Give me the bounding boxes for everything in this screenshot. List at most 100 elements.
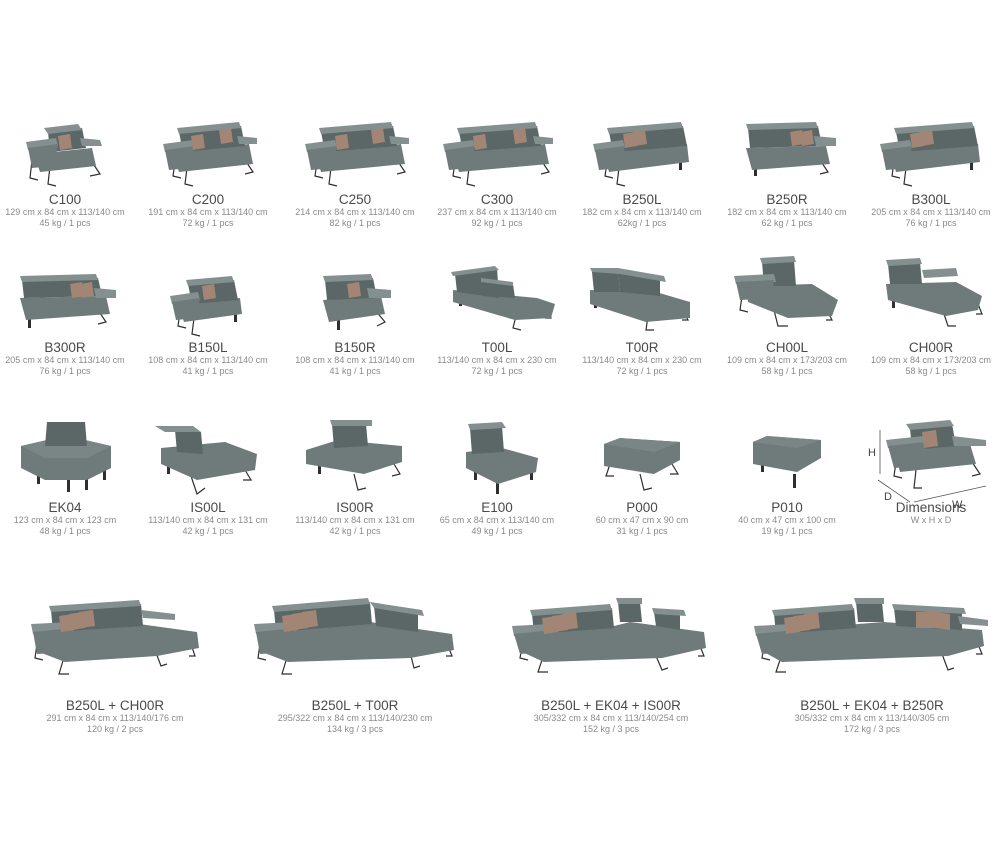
module-weight: 19 kg / 1 pcs	[761, 526, 813, 536]
legend-formula: W x H x D	[910, 515, 952, 525]
module-card-p000[interactable]: P000 60 cm x 47 cm x 90 cm 31 kg / 1 pcs	[577, 430, 707, 537]
module-card-ch00l[interactable]: CH00L 109 cm x 84 cm x 173/203 cm 58 kg …	[722, 256, 852, 377]
combination-dimensions: 295/322 cm x 84 cm x 113/140/230 cm	[277, 713, 433, 723]
module-weight: 45 kg / 1 pcs	[39, 218, 91, 228]
module-card-c100[interactable]: C100 129 cm x 84 cm x 113/140 cm 45 kg /…	[0, 118, 130, 229]
sofa-2-5-seat-icon	[305, 122, 409, 187]
module-code: C200	[191, 192, 225, 207]
combination-dimensions: 305/332 cm x 84 cm x 113/140/305 cm	[794, 713, 950, 723]
module-weight: 72 kg / 1 pcs	[471, 366, 523, 376]
chaise-right-icon	[590, 268, 690, 331]
combination-card-b250l-ek04-is00r[interactable]: B250L + EK04 + IS00R 305/332 cm x 84 cm …	[496, 596, 726, 735]
module-dimensions: 108 cm x 84 cm x 113/140 cm	[148, 355, 268, 365]
module-dimensions: 182 cm x 84 cm x 113/140 cm	[727, 207, 847, 217]
module-code: T00R	[625, 340, 659, 355]
combination-code: B250L + T00R	[311, 698, 399, 713]
sofa-left-arm-icon	[880, 122, 980, 187]
combination-code: B250L + EK04 + B250R	[800, 698, 944, 713]
module-card-c200[interactable]: C200 191 cm x 84 cm x 113/140 cm 72 kg /…	[143, 118, 273, 229]
module-dimensions: 191 cm x 84 cm x 113/140 cm	[148, 207, 268, 217]
module-card-c250[interactable]: C250 214 cm x 84 cm x 113/140 cm 82 kg /…	[290, 118, 420, 229]
module-weight: 48 kg / 1 pcs	[39, 526, 91, 536]
module-code: B150L	[188, 340, 228, 355]
module-dimensions: 40 cm x 47 cm x 100 cm	[738, 515, 836, 525]
dimensions-legend: H D W Dimensions W x H x D	[866, 418, 996, 526]
combination-weight: 134 kg / 3 pcs	[326, 724, 384, 734]
module-card-b250l[interactable]: B250L 182 cm x 84 cm x 113/140 cm 62kg /…	[577, 118, 707, 229]
module-card-b250r[interactable]: B250R 182 cm x 84 cm x 113/140 cm 62 kg …	[722, 118, 852, 229]
sofa-right-arm-icon	[746, 122, 836, 176]
module-weight: 76 kg / 1 pcs	[39, 366, 91, 376]
module-dimensions: 65 cm x 84 cm x 113/140 cm	[439, 515, 555, 525]
module-weight: 31 kg / 1 pcs	[616, 526, 668, 536]
module-card-is00l[interactable]: IS00L 113/140 cm x 84 cm x 131 cm 42 kg …	[143, 418, 273, 537]
sofa-3-seat-icon	[443, 122, 553, 187]
module-weight: 76 kg / 1 pcs	[905, 218, 957, 228]
module-dimensions: 109 cm x 84 cm x 173/203 cm	[726, 355, 848, 365]
module-code: IS00L	[190, 500, 226, 515]
module-code: C300	[480, 192, 514, 207]
module-dimensions: 109 cm x 84 cm x 173/203 cm	[870, 355, 992, 365]
module-dimensions: 113/140 cm x 84 cm x 230 cm	[582, 355, 702, 365]
module-code: B150R	[334, 340, 376, 355]
corner-sofa-chaise-icon	[31, 600, 199, 675]
combination-card-b250l-ek04-b250r[interactable]: B250L + EK04 + B250R 305/332 cm x 84 cm …	[752, 596, 992, 735]
module-dimensions: 205 cm x 84 cm x 113/140 cm	[871, 207, 991, 217]
module-weight: 41 kg / 1 pcs	[329, 366, 381, 376]
corner-module-icon	[21, 422, 111, 492]
svg-text:D: D	[884, 491, 892, 503]
module-weight: 82 kg / 1 pcs	[329, 218, 381, 228]
module-card-ek04[interactable]: EK04 123 cm x 84 cm x 123 cm 48 kg / 1 p…	[0, 418, 130, 537]
module-card-is00r[interactable]: IS00R 113/140 cm x 84 cm x 131 cm 42 kg …	[290, 418, 420, 537]
module-code: C100	[48, 192, 82, 207]
module-dimensions: 182 cm x 84 cm x 113/140 cm	[582, 207, 702, 217]
combination-code: B250L + CH00R	[65, 698, 165, 713]
module-card-t00l[interactable]: T00L 113/140 cm x 84 cm x 230 cm 72 kg /…	[432, 262, 562, 377]
module-dimensions: 113/140 cm x 84 cm x 230 cm	[437, 355, 557, 365]
module-code: B250L	[622, 192, 662, 207]
module-card-b150r[interactable]: B150R 108 cm x 84 cm x 113/140 cm 41 kg …	[290, 272, 420, 377]
chaise-longue-left-icon	[734, 256, 838, 327]
combination-dimensions: 291 cm x 84 cm x 113/140/176 cm	[46, 713, 184, 723]
module-code: B300R	[44, 340, 86, 355]
module-card-ch00r[interactable]: CH00R 109 cm x 84 cm x 173/203 cm 58 kg …	[866, 256, 996, 377]
module-code: CH00R	[908, 340, 954, 355]
module-card-c300[interactable]: C300 237 cm x 84 cm x 113/140 cm 92 kg /…	[432, 118, 562, 229]
module-card-t00r[interactable]: T00R 113/140 cm x 84 cm x 230 cm 72 kg /…	[577, 262, 707, 377]
module-dimensions: 129 cm x 84 cm x 113/140 cm	[5, 207, 125, 217]
bench-ottoman-icon	[753, 436, 821, 488]
module-card-p010[interactable]: P010 40 cm x 47 cm x 100 cm 19 kg / 1 pc…	[722, 430, 852, 537]
module-code: P010	[771, 500, 803, 515]
module-card-b150l[interactable]: B150L 108 cm x 84 cm x 113/140 cm 41 kg …	[143, 272, 273, 377]
module-dimensions: 214 cm x 84 cm x 113/140 cm	[295, 207, 415, 217]
module-code: B250R	[766, 192, 808, 207]
module-dimensions: 113/140 cm x 84 cm x 131 cm	[148, 515, 268, 525]
corner-sofa-longue-icon	[254, 598, 454, 675]
svg-text:H: H	[868, 447, 876, 459]
module-weight: 72 kg / 1 pcs	[182, 218, 234, 228]
module-dimensions: 205 cm x 84 cm x 113/140 cm	[5, 355, 125, 365]
module-weight: 62 kg / 1 pcs	[761, 218, 813, 228]
module-card-b300l[interactable]: B300L 205 cm x 84 cm x 113/140 cm 76 kg …	[866, 118, 996, 229]
sofa-right-arm-icon	[20, 274, 116, 328]
module-code: B300L	[911, 192, 951, 207]
module-weight: 42 kg / 1 pcs	[329, 526, 381, 536]
module-weight: 49 kg / 1 pcs	[471, 526, 523, 536]
chair-left-arm-icon	[170, 276, 242, 337]
combination-card-b250l-t00r[interactable]: B250L + T00R 295/322 cm x 84 cm x 113/14…	[240, 596, 470, 735]
module-code: T00L	[481, 340, 513, 355]
module-code: E100	[481, 500, 513, 515]
module-code: IS00R	[336, 500, 374, 515]
combination-card-b250l-ch00r[interactable]: B250L + CH00R 291 cm x 84 cm x 113/140/1…	[0, 596, 230, 735]
module-weight: 41 kg / 1 pcs	[182, 366, 234, 376]
module-weight: 62kg / 1 pcs	[617, 218, 667, 228]
module-dimensions: 60 cm x 47 cm x 90 cm	[595, 515, 689, 525]
module-weight: 58 kg / 1 pcs	[905, 366, 957, 376]
module-code: EK04	[48, 500, 82, 515]
ottoman-icon	[604, 438, 680, 491]
chaise-left-icon	[451, 266, 555, 331]
module-card-e100[interactable]: E100 65 cm x 84 cm x 113/140 cm 49 kg / …	[432, 418, 562, 537]
dimensions-diagram-icon: H D W	[868, 420, 987, 510]
module-card-b300r[interactable]: B300R 205 cm x 84 cm x 113/140 cm 76 kg …	[0, 272, 130, 377]
